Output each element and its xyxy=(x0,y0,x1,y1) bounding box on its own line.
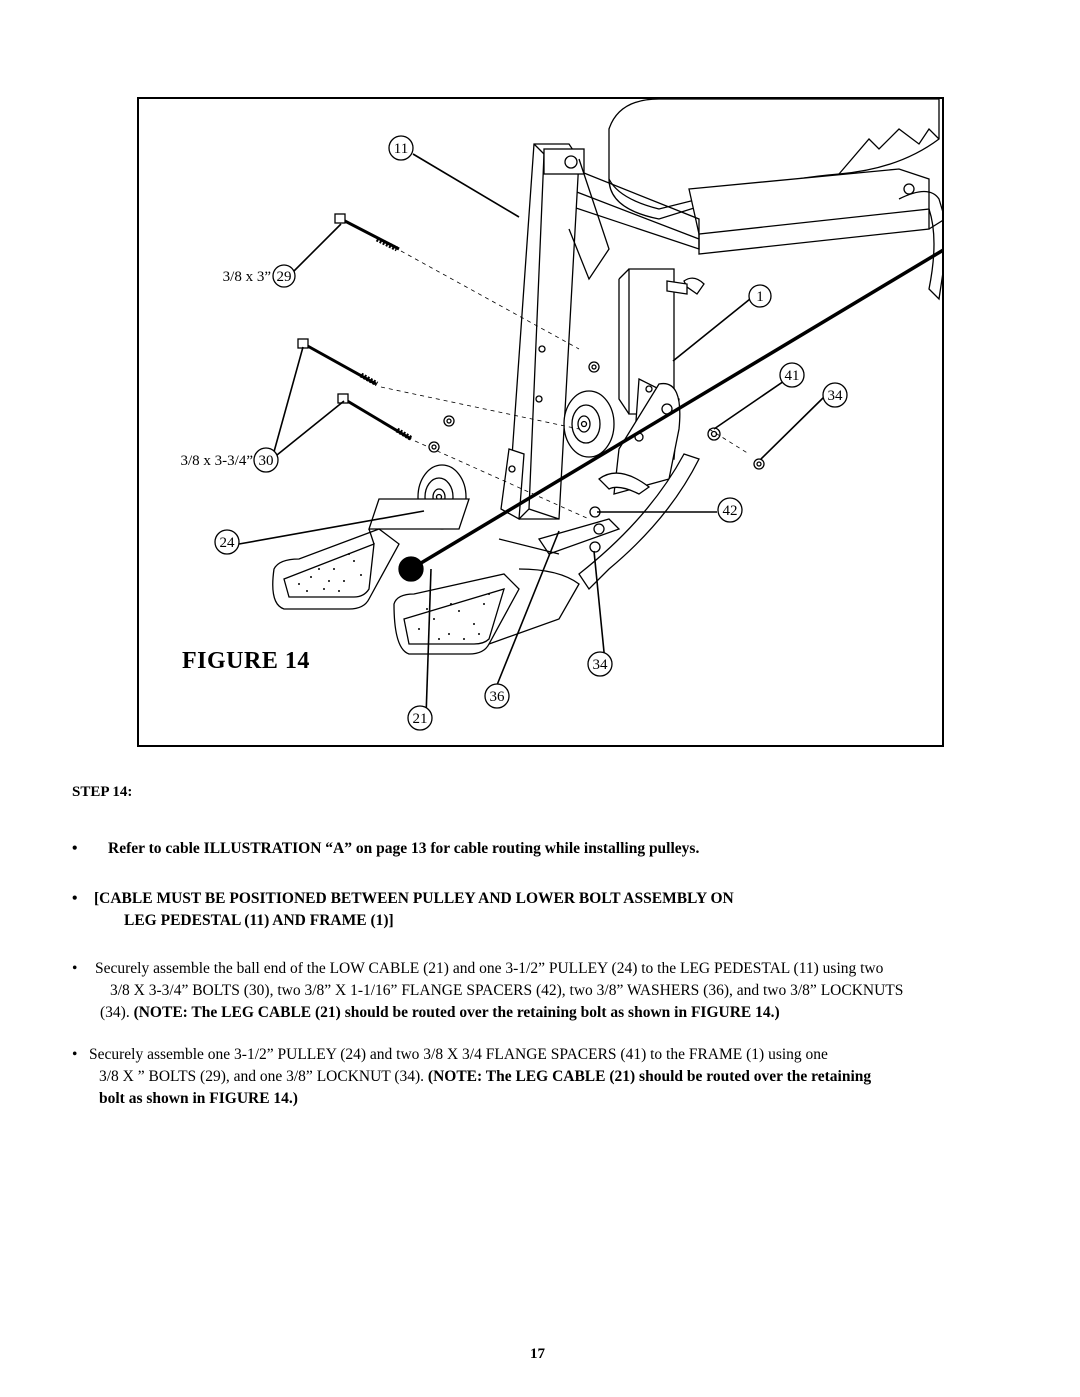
instruction-text-line1: Securely assemble one 3-1/2” PULLEY (24)… xyxy=(89,1046,828,1063)
leader-lines xyxy=(238,153,825,718)
callout-34b: 34 xyxy=(593,657,609,673)
instruction-text-line3: (34). (NOTE: The LEG CABLE (21) should b… xyxy=(100,1002,780,1024)
callout-30-size-label: 3/8 x 3-3/4” xyxy=(181,453,254,469)
callout-41-circle xyxy=(779,362,805,388)
instruction-note: (NOTE: The LEG CABLE (21) should be rout… xyxy=(133,1004,780,1021)
callout-29: 29 xyxy=(277,269,292,285)
frame-upright xyxy=(613,268,705,495)
low-cable-21 xyxy=(398,248,942,582)
callout-24: 24 xyxy=(220,535,236,551)
instruction-text-line3: bolt as shown in FIGURE 14.) xyxy=(99,1090,298,1107)
figure-title: FIGURE 14 xyxy=(182,648,310,674)
callout-30-circle xyxy=(253,447,279,473)
instruction-text-line2: LEG PEDESTAL (11) AND FRAME (1)] xyxy=(124,912,394,929)
bolt-29 xyxy=(334,213,580,350)
callout-42-circle xyxy=(717,497,743,523)
instruction-text-line2: 3/8 X 3-3/4” BOLTS (30), two 3/8” X 1-1/… xyxy=(110,982,904,999)
instruction-text-line2-start: 3/8 X ” BOLTS (29), and one 3/8” LOCKNUT… xyxy=(99,1068,425,1085)
callout-11-circle xyxy=(388,135,414,161)
bullet-marker: • xyxy=(72,1046,78,1063)
callout-34a: 34 xyxy=(828,388,844,404)
bullet-marker: • xyxy=(72,840,78,857)
callout-29-size-label: 3/8 x 3” xyxy=(223,269,271,285)
instruction-text-line3-start: (34). xyxy=(100,1004,130,1021)
callout-42: 42 xyxy=(723,503,738,519)
pulley-upper xyxy=(563,390,615,458)
callout-24-circle xyxy=(214,529,240,555)
foot-plate-texture xyxy=(298,553,490,640)
callout-11: 11 xyxy=(394,141,408,157)
callout-21: 21 xyxy=(413,711,428,727)
bolt-30-lower xyxy=(337,393,590,520)
callout-41: 41 xyxy=(785,368,800,384)
instruction-text-line2: 3/8 X ” BOLTS (29), and one 3/8” LOCKNUT… xyxy=(99,1066,871,1088)
callout-34a-circle xyxy=(822,382,848,408)
callout-30: 30 xyxy=(259,453,274,469)
bolt-30-upper xyxy=(297,338,580,430)
callout-21-circle xyxy=(407,705,433,731)
callout-36: 36 xyxy=(490,689,506,705)
bullet-marker: • xyxy=(72,890,78,907)
step-heading: STEP 14: xyxy=(72,784,133,800)
hardware-nuts xyxy=(428,361,765,470)
instruction-text-line1: Securely assemble the ball end of the LO… xyxy=(95,960,884,977)
callout-1: 1 xyxy=(756,289,764,305)
page-number: 17 xyxy=(530,1346,545,1362)
callout-1-circle xyxy=(748,284,772,308)
instruction-note: (NOTE: The LEG CABLE (21) should be rout… xyxy=(427,1068,872,1085)
bullet-marker: • xyxy=(72,960,78,977)
callout-29-circle xyxy=(272,264,296,288)
instruction-text: Refer to cable ILLUSTRATION “A” on page … xyxy=(108,840,700,857)
foot-plate-assembly xyxy=(272,453,700,655)
callout-34b-circle xyxy=(587,651,613,677)
figure-14-illustration: 11 29 1 41 34 30 42 24 34 36 21 3/8 x 3”… xyxy=(137,97,944,747)
callout-36-circle xyxy=(484,683,510,709)
instruction-text-line1: [CABLE MUST BE POSITIONED BETWEEN PULLEY… xyxy=(94,890,734,907)
seat-assembly xyxy=(548,99,942,301)
